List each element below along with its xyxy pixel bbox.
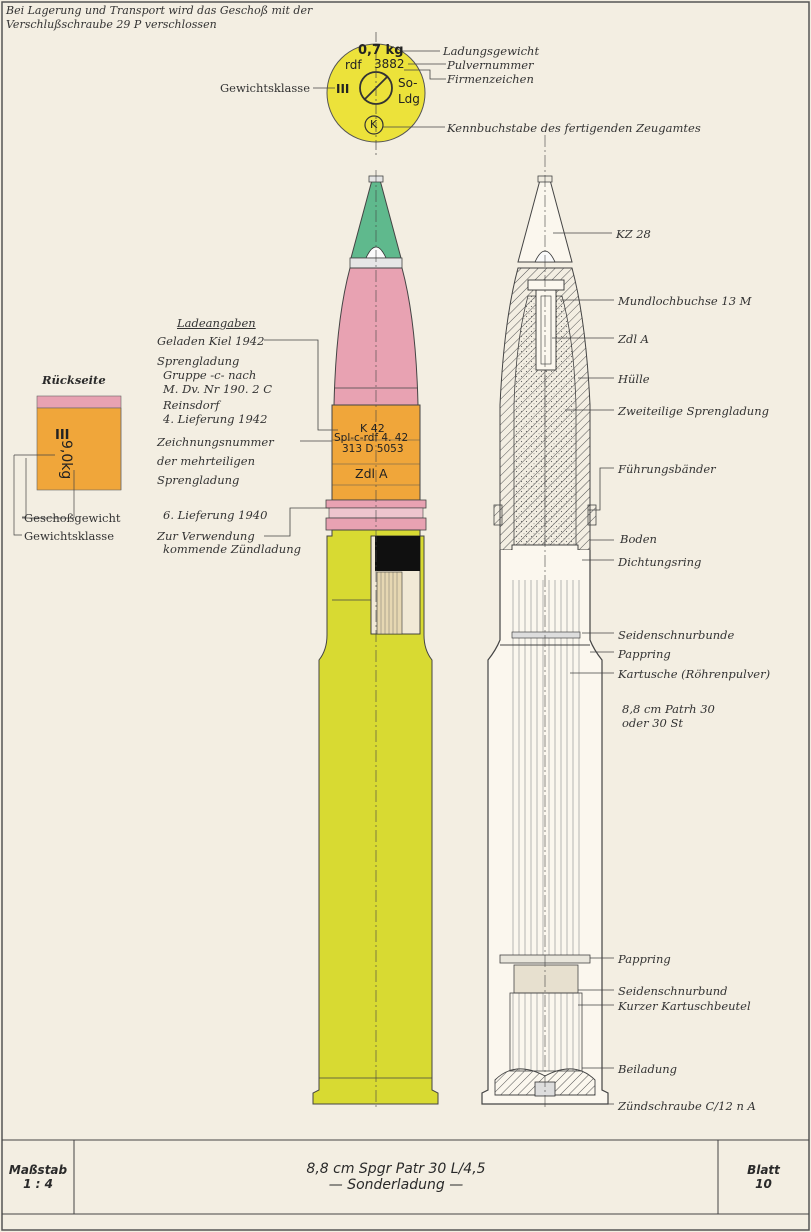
label-kurzer: Kurzer Kartuschbeutel [618, 999, 751, 1013]
title-block-frame [2, 1139, 809, 1215]
stamp-ldg: Ldg [398, 92, 420, 106]
title-block: Maßstab 1 : 4 8,8 cm Spgr Patr 30 L/4,5 … [0, 1140, 811, 1232]
label-pappring2: Pappring [618, 952, 671, 966]
stamp-so: So- [398, 76, 418, 90]
label-geschossgewicht: Geschoßgewicht [24, 511, 121, 525]
title-block-scale: Maßstab 1 : 4 [2, 1140, 74, 1214]
label-seidenbunde: Seidenschnurbunde [618, 628, 735, 642]
ladeangaben-zur1: Zur Verwendung [157, 529, 255, 543]
label-patrh2: oder 30 St [622, 716, 684, 730]
label-dichtung: Dichtungsring [618, 555, 702, 569]
stamp-class-mark: III [336, 82, 350, 96]
shell-mark-zdl: Zdl A [355, 466, 388, 481]
label-mundloch: Mundlochbuchse 13 M [618, 294, 752, 308]
rueckseite-class-mark: III [55, 428, 70, 443]
label-patrh1: 8,8 cm Patrh 30 [622, 702, 715, 716]
shell-exterior [312, 170, 439, 1110]
label-zweiteilige: Zweiteilige Sprengladung [618, 404, 769, 418]
shell-mark-k42: K 42 [360, 422, 385, 435]
ladeangaben-zur2: kommende Zündladung [163, 542, 301, 556]
label-zdla: Zdl A [618, 332, 649, 346]
scale-value: 1 : 4 [23, 1177, 53, 1191]
label-kartusche: Kartusche (Röhrenpulver) [618, 667, 771, 681]
shell-mark-spl: Spl-c-rdf 4. 42 [334, 432, 409, 444]
title-block-title: 8,8 cm Spgr Patr 30 L/4,5 — Sonderladung… [74, 1140, 718, 1214]
rueckseite-band [13, 395, 122, 536]
label-huelle: Hülle [618, 372, 650, 386]
ladeangaben-mdv: M. Dv. Nr 190. 2 C [163, 382, 272, 396]
base-stamp-disc [326, 32, 426, 155]
stamp-leaders [313, 50, 446, 128]
title-block-sheet: Blatt 10 [718, 1140, 809, 1214]
scale-label: Maßstab [8, 1163, 68, 1177]
storage-note-line1: Bei Lagerung und Transport wird das Gesc… [6, 4, 313, 17]
ladeangaben-reinsdorf: Reinsdorf [163, 398, 220, 412]
label-pappring1: Pappring [618, 647, 671, 661]
ladeangaben-geladen: Geladen Kiel 1942 [157, 334, 265, 348]
label-pulvernummer: Pulvernummer [447, 58, 534, 72]
ladeangaben-zeichnung2: der mehrteiligen [157, 454, 255, 468]
label-firmenzeichen: Firmenzeichen [447, 72, 534, 86]
label-boden: Boden [620, 532, 657, 546]
label-kz28: KZ 28 [616, 227, 651, 241]
label-kennbuchstabe: Kennbuchstabe des fertigenden Zeugamtes [447, 121, 701, 135]
stamp-powder-number: 3882 [374, 57, 405, 71]
drawing-subtitle: — Sonderladung — [328, 1177, 464, 1193]
label-fuehrung: Führungsbänder [618, 462, 716, 476]
rueckseite-title: Rückseite [42, 373, 106, 387]
storage-note-line2: Verschlußschraube 29 P verschlossen [6, 18, 217, 31]
sheet-label: Blatt [747, 1163, 780, 1177]
ladeangaben-lieferung6: 6. Lieferung 1940 [163, 508, 268, 522]
stamp-k-letter: K [370, 118, 378, 131]
label-zuendschraube: Zündschraube C/12 n A [618, 1099, 756, 1113]
label-beiladung: Beiladung [618, 1062, 678, 1076]
ladeangaben-title: Ladeangaben [177, 316, 256, 330]
ladeangaben-zeichnung3: Sprengladung [157, 473, 240, 487]
label-seidenbund: Seidenschnurbund [618, 984, 728, 998]
rueckseite-weight: 9,0kg [58, 440, 74, 480]
label-gewichtsklasse-back: Gewichtsklasse [24, 529, 114, 543]
ladeangaben-sprengladung: Sprengladung [157, 354, 240, 368]
ladeangaben-zeichnung1: Zeichnungsnummer [157, 435, 274, 449]
stamp-powder-prefix: rdf [345, 58, 362, 72]
drawing-title: 8,8 cm Spgr Patr 30 L/4,5 [306, 1161, 486, 1177]
label-ladungsgewicht: Ladungsgewicht [443, 44, 540, 58]
label-gewichtsklasse-top: Gewichtsklasse [220, 81, 310, 95]
shell-section [481, 135, 609, 1110]
ladeangaben-lieferung4: 4. Lieferung 1942 [163, 412, 268, 426]
stamp-weight: 0,7 kg [358, 43, 404, 58]
ladeangaben-gruppe: Gruppe -c- nach [163, 368, 257, 382]
sheet-number: 10 [755, 1177, 772, 1191]
ladeangaben-leaders [264, 339, 338, 537]
shell-mark-code: 313 D 5053 [342, 443, 404, 455]
section-leaders [545, 232, 614, 1105]
storage-note: Bei Lagerung und Transport wird das Gesc… [6, 4, 312, 32]
